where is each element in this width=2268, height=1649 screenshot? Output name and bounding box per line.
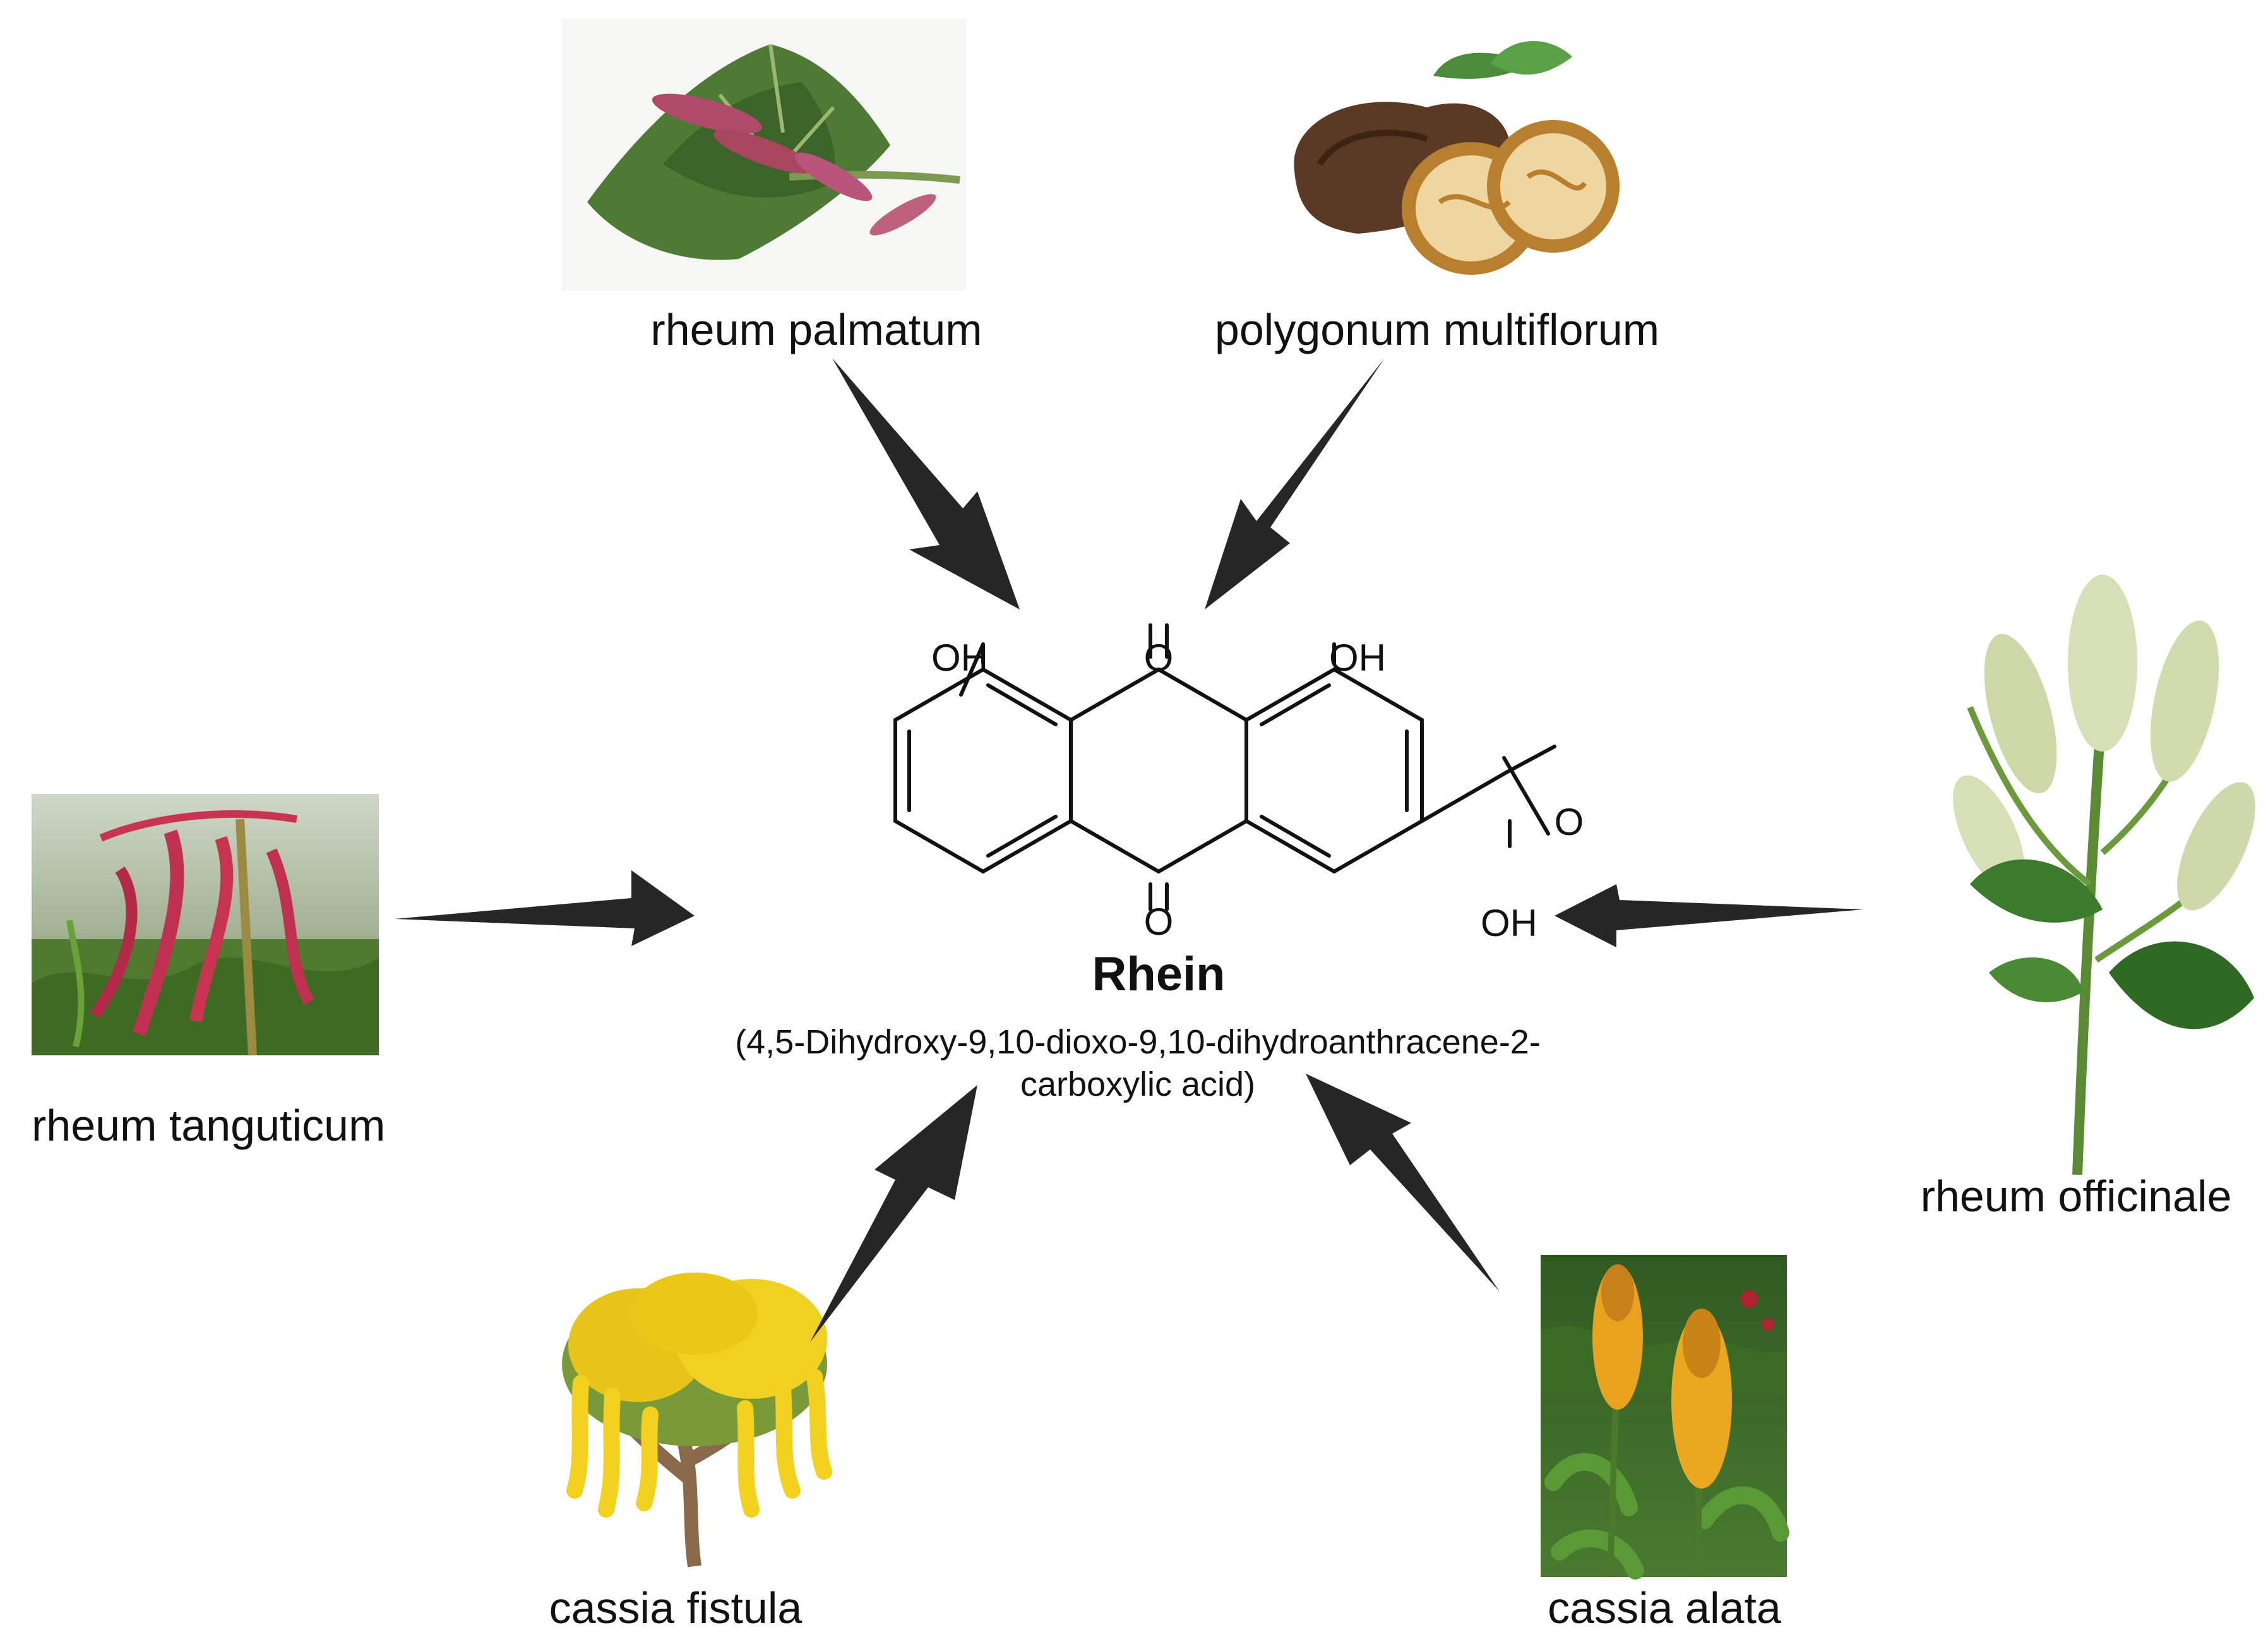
- atom-oh-left: OH: [931, 637, 988, 679]
- arrow-from-rheum-palmatum: [832, 358, 1020, 609]
- compound-iupac-line2: carboxylic acid): [1020, 1065, 1255, 1103]
- rheum-officinale-label: rheum officinale: [1921, 1172, 2232, 1221]
- arrow-from-cassia-alata: [1306, 1074, 1500, 1292]
- rheum-tanguticum-label: rheum tanguticum: [32, 1101, 385, 1150]
- rheum-tanguticum-photo: [32, 794, 379, 1056]
- rhein-structure: [893, 623, 1556, 911]
- compound-iupac-line1: (4,5-Dihydroxy-9,10-dioxo-9,10-dihydroan…: [735, 1023, 1541, 1061]
- cassia-alata-label: cassia alata: [1548, 1583, 1781, 1633]
- arrow-from-cassia-fistula: [810, 1085, 977, 1342]
- atom-o-carboxyl: O: [1555, 801, 1584, 843]
- polygonum-multiflorum-label: polygonum multiflorum: [1215, 305, 1659, 354]
- atom-o-top: O: [1144, 637, 1174, 679]
- rheum-officinale-photo: [1913, 568, 2267, 1175]
- atom-oh-right: OH: [1329, 637, 1386, 679]
- cassia-fistula-label: cassia fistula: [549, 1583, 803, 1633]
- arrow-from-rheum-officinale: [1555, 884, 1864, 947]
- cassia-fistula-photo: [543, 1269, 846, 1568]
- arrow-from-polygonum-multiflorum: [1205, 358, 1385, 609]
- arrow-from-rheum-tanguticum: [395, 870, 695, 946]
- polygonum-multiflorum-photo: [1282, 19, 1654, 291]
- rheum-palmatum-label: rheum palmatum: [650, 305, 982, 354]
- atom-o-bottom: O: [1144, 901, 1174, 943]
- rheum-palmatum-photo: [562, 19, 966, 291]
- atom-oh-carboxyl: OH: [1481, 902, 1537, 944]
- cassia-alata-photo: [1541, 1255, 1789, 1580]
- compound-name: Rhein: [1092, 947, 1225, 1001]
